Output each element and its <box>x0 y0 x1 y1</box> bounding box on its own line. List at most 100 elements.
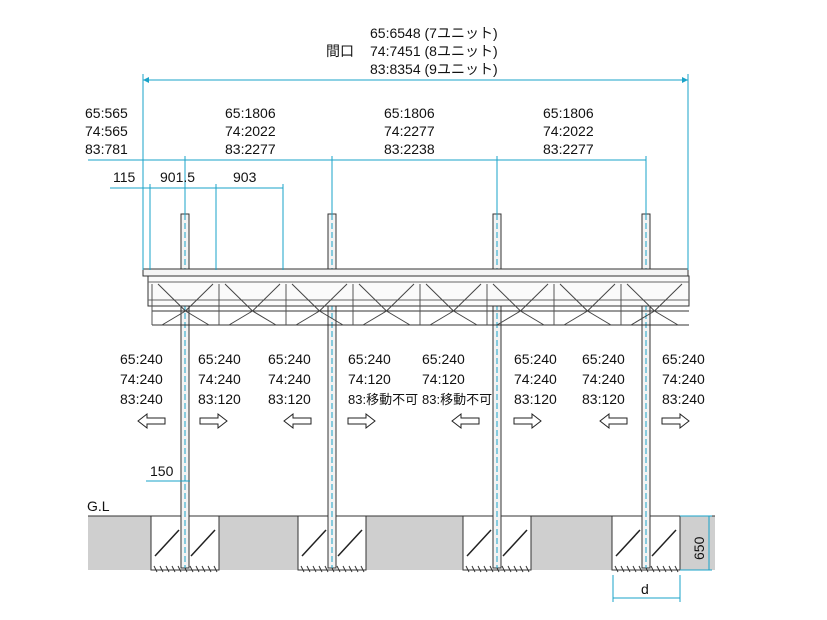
truss-web <box>252 310 277 326</box>
bay-8-line-2: 74:240 <box>662 371 705 387</box>
span-3-line-3: 83:2238 <box>384 141 435 157</box>
truss-diagonal <box>252 283 281 312</box>
movement-arrows <box>137 412 690 430</box>
span-1-line-3: 83:781 <box>85 141 128 157</box>
bay-labels: 65:240 74:240 83:240 65:240 74:240 83:12… <box>120 351 705 407</box>
bay-2-line-1: 65:240 <box>198 351 241 367</box>
bay-4-line-3: 83:移動不可 <box>348 392 418 407</box>
bay-8-line-1: 65:240 <box>662 351 705 367</box>
foundation-depth-label: 650 <box>691 536 707 560</box>
gravel-tick <box>336 565 341 573</box>
gravel-tick <box>519 565 524 573</box>
bay-8: 65:240 74:240 83:240 <box>662 351 705 407</box>
gravel-tick <box>189 565 194 573</box>
gravel-tick <box>207 565 212 573</box>
gravel-tick <box>159 565 164 573</box>
truss-diagonal <box>185 283 214 312</box>
foundation-hatch <box>154 529 180 557</box>
gravel-tick <box>620 565 625 573</box>
gravel-tick <box>465 565 470 573</box>
truss-web <box>654 310 679 326</box>
bay-2-line-3: 83:120 <box>198 391 241 407</box>
truss-diagonal <box>559 283 588 312</box>
arrow-left-icon <box>137 412 166 430</box>
ground-label: G.L <box>87 498 110 514</box>
bay-6-line-2: 74:240 <box>514 371 557 387</box>
span-4-line-2: 74:2022 <box>543 123 594 139</box>
beam-top-rail <box>142 268 689 277</box>
gravel-tick <box>674 565 679 573</box>
truss-web <box>319 310 344 326</box>
truss-diagonal <box>587 283 616 312</box>
foundation-hatch <box>190 529 216 557</box>
truss-diagonal <box>358 283 387 312</box>
truss <box>151 283 689 326</box>
truss-web <box>496 310 521 326</box>
truss-web <box>630 310 655 326</box>
span-2-line-1: 65:1806 <box>225 105 276 121</box>
truss-web <box>429 310 454 326</box>
gravel-tick <box>177 565 182 573</box>
truss-web <box>587 310 612 326</box>
gravel-tick <box>312 565 317 573</box>
gravel-tick <box>626 565 631 573</box>
gravel-tick <box>662 565 667 573</box>
span-4-line-1: 65:1806 <box>543 105 594 121</box>
sub-dim-901-5: 901.5 <box>160 169 195 185</box>
gravel-tick <box>477 565 482 573</box>
gravel-tick <box>348 565 353 573</box>
bay-3-line-3: 83:120 <box>268 391 311 407</box>
bay-7-line-1: 65:240 <box>582 351 625 367</box>
arrowhead <box>143 77 149 83</box>
bay-1: 65:240 74:240 83:240 <box>120 351 163 407</box>
arrow-left-icon <box>283 412 312 430</box>
bay-1-line-1: 65:240 <box>120 351 163 367</box>
beam-gutter <box>147 275 690 307</box>
foundation-hatch <box>337 529 363 557</box>
gravel-tick <box>306 565 311 573</box>
foundation-hatch <box>466 529 492 557</box>
gravel-tick <box>354 565 359 573</box>
gravel-tick <box>656 565 661 573</box>
bay-7: 65:240 74:240 83:120 <box>582 351 625 407</box>
foundation-width-label: d <box>641 581 649 597</box>
gravel-tick <box>360 565 365 573</box>
overall-dim-prefix: 間口 <box>326 43 354 59</box>
gravel-tick <box>165 565 170 573</box>
sub-dim-115: 115 <box>113 169 136 185</box>
gravel-tick <box>668 565 673 573</box>
bay-7-line-2: 74:240 <box>582 371 625 387</box>
post-width-label: 150 <box>150 463 174 479</box>
span-4-line-3: 83:2277 <box>543 141 594 157</box>
gravel-tick <box>507 565 512 573</box>
roof-beam <box>142 268 690 307</box>
bay-1-line-3: 83:240 <box>120 391 163 407</box>
dimension-lines <box>88 74 689 270</box>
bay-4-line-2: 74:120 <box>348 371 391 387</box>
gravel-tick <box>342 565 347 573</box>
gravel-tick <box>171 565 176 573</box>
truss-diagonal <box>520 283 549 312</box>
overall-dim-line-1: 65:6548 (7ユニット) <box>370 25 498 41</box>
foundation-hatch <box>615 529 641 557</box>
gravel-tick <box>213 565 218 573</box>
foundation-hatch <box>301 529 327 557</box>
bay-8-line-3: 83:240 <box>662 391 705 407</box>
bay-2-line-2: 74:240 <box>198 371 241 387</box>
gravel-tick <box>489 565 494 573</box>
span-2-line-2: 74:2022 <box>225 123 276 139</box>
truss-diagonal <box>291 283 320 312</box>
bay-5-line-1: 65:240 <box>422 351 465 367</box>
bay-1-line-2: 74:240 <box>120 371 163 387</box>
bay-7-line-3: 83:120 <box>582 391 625 407</box>
overall-dim-line-3: 83:8354 (9ユニット) <box>370 61 498 77</box>
truss-web <box>520 310 545 326</box>
truss-diagonal <box>386 283 415 312</box>
gravel-tick <box>324 565 329 573</box>
truss-web <box>161 310 186 326</box>
bay-3-line-2: 74:240 <box>268 371 311 387</box>
bay-6: 65:240 74:240 83:120 <box>514 351 557 407</box>
arrow-right-icon <box>199 412 228 430</box>
span-3-line-1: 65:1806 <box>384 105 435 121</box>
gravel-tick <box>650 565 655 573</box>
